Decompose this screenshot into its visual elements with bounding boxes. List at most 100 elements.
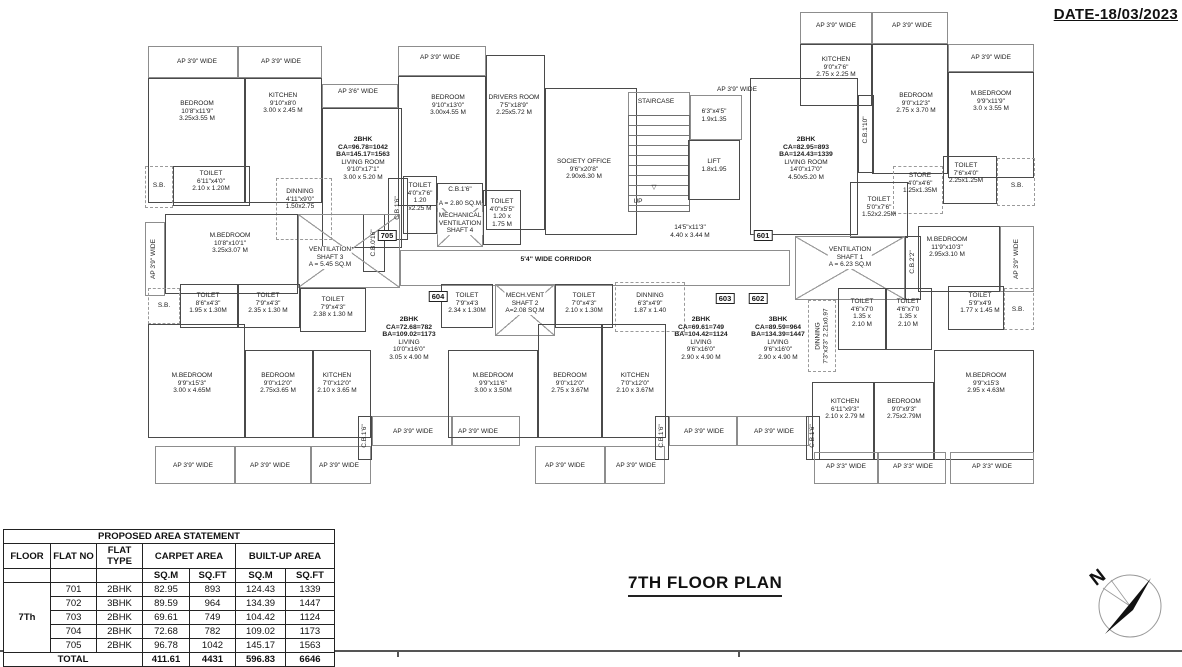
staircase-label: STAIRCASE (637, 98, 675, 105)
total-value-cell: 6646 (285, 652, 335, 667)
balcony-702-a-label: AP 3'9" WIDE (754, 428, 794, 435)
balcony-703-d (669, 416, 737, 446)
cb-110-label: C.B.1'10" (862, 116, 870, 144)
mbedroom-702 (934, 350, 1034, 460)
balcony-701-c-label: AP 3'9" WIDE (971, 54, 1011, 61)
dinning-702-box (808, 300, 836, 372)
mbedroom-701 (948, 72, 1034, 178)
sub-header-carpet-sqft: SQ.FT (189, 568, 236, 583)
total-label-cell: TOTAL (3, 652, 143, 667)
sheet-border-line (0, 650, 1182, 652)
lift-lobby-label: 6'3"x4'5"1.9x1.35 (701, 108, 727, 123)
table-cell: 1042 (189, 638, 236, 653)
date-label: DATE-18/03/2023 (1053, 6, 1178, 23)
ap-strip-right (1000, 226, 1034, 292)
total-value-cell: 411.61 (142, 652, 190, 667)
sb-705 (145, 166, 173, 208)
balcony-705-a-label: AP 3'9" WIDE (177, 58, 217, 65)
empty-cell (50, 568, 97, 583)
table-cell: 2BHK (96, 638, 143, 653)
bedroom-703 (538, 324, 602, 438)
table-cell: 2BHK (96, 624, 143, 639)
table-cell: 72.68 (142, 624, 190, 639)
mbedroom-704 (148, 324, 245, 438)
sb-705-label: S.B. (152, 182, 166, 189)
balcony-703-c (605, 446, 665, 484)
balcony-702-d (950, 452, 1034, 484)
balcony-703-a (452, 416, 520, 446)
ap-left-label: AP 3'9" WIDE (150, 239, 158, 279)
proposed-area-statement-table: PROPOSED AREA STATEMENT FLOOR FLAT NO FL… (3, 529, 335, 667)
table-cell: 1173 (285, 624, 335, 639)
page-title: 7TH FLOOR PLAN (628, 573, 783, 597)
balcony-704-a (155, 446, 235, 484)
toilet-702-a-box (838, 288, 886, 350)
cb-705-b-label: C.B.0'16" (370, 229, 378, 257)
balcony-705-b-label: AP 3'9" WIDE (261, 58, 301, 65)
balcony-701-a (800, 12, 872, 44)
shaft-4-area-label: A = 2.80 SQ.M (437, 200, 483, 208)
sb-705-b-label: S.B. (157, 302, 171, 309)
balcony-703-a-label: AP 3'9" WIDE (458, 428, 498, 435)
sb-701-label: S.B. (1010, 182, 1024, 189)
kitchen-705 (245, 78, 322, 203)
balcony-704-d (372, 416, 452, 446)
table-cell: 2BHK (96, 610, 143, 625)
floor-cell: 7Th (3, 582, 51, 653)
col-header-builtup-area: BUILT-UP AREA (235, 543, 335, 569)
cb-16-label: C.B.1'6" (448, 186, 472, 193)
bedroom-705 (148, 78, 245, 203)
table-cell: 703 (50, 610, 97, 625)
kitchen-701 (800, 44, 872, 106)
area-table-title: PROPOSED AREA STATEMENT (3, 529, 335, 544)
toilet-70 (555, 284, 613, 328)
cb-110 (858, 95, 874, 173)
balcony-703-b-label: AP 3'9" WIDE (545, 462, 585, 469)
empty-cell (96, 568, 143, 583)
table-cell: 704 (50, 624, 97, 639)
balcony-704-d-label: AP 3'9" WIDE (393, 428, 433, 435)
toilet-right (948, 286, 1004, 330)
bedroom-701 (872, 44, 948, 174)
table-cell: 749 (189, 610, 236, 625)
cb-703-label: C.B.1'6" (658, 424, 666, 448)
table-cell: 705 (50, 638, 97, 653)
kitchen-702 (812, 382, 874, 460)
balcony-702-c (878, 452, 946, 484)
cb-705-label: C.B.1'6" (394, 196, 402, 220)
sb-705-b (148, 288, 180, 324)
north-pointer (1105, 578, 1151, 634)
north-arrow: N (1086, 565, 1162, 638)
table-cell: 82.95 (142, 582, 190, 597)
kitchen-704 (313, 350, 371, 438)
table-cell: 69.61 (142, 610, 190, 625)
drivers-room (486, 55, 545, 230)
balcony-705-d-label: AP 3'9" WIDE (420, 54, 460, 61)
